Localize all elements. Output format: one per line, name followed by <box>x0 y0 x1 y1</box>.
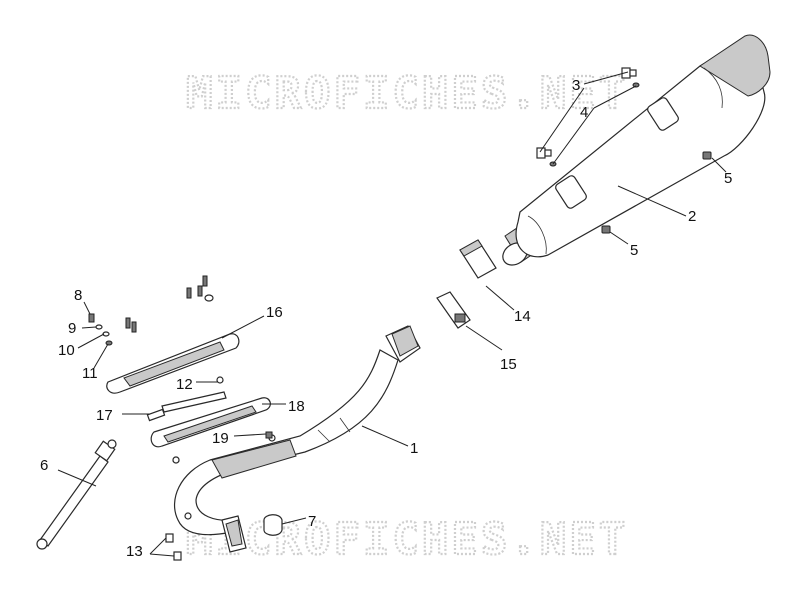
washer <box>172 456 180 464</box>
callout-6: 6 <box>40 457 48 474</box>
callout-10: 10 <box>58 342 75 359</box>
shield-screws <box>125 275 214 333</box>
muffler-silencer <box>502 34 771 266</box>
callout-13: 13 <box>126 543 143 560</box>
callout-18: 18 <box>288 398 305 415</box>
nut-upper <box>702 151 712 160</box>
exhaust-gasket <box>263 514 283 536</box>
callout-1: 1 <box>410 440 418 457</box>
lambda-sensor <box>36 439 117 550</box>
watermark-bottom: MICROFICHES.NET <box>186 514 628 565</box>
nut-lower <box>601 225 611 234</box>
stud-lower <box>173 551 182 561</box>
callout-5-upper: 5 <box>724 170 732 187</box>
gasket-sleeve <box>459 239 497 279</box>
callout-11: 11 <box>82 365 98 382</box>
shield-clip <box>146 408 166 422</box>
callout-8: 8 <box>74 287 82 304</box>
callout-4: 4 <box>580 104 588 121</box>
callout-16: 16 <box>266 304 283 321</box>
heat-shield-upper <box>106 333 240 394</box>
shield-bracket <box>161 376 227 413</box>
callout-7: 7 <box>308 513 316 530</box>
screw-set-left <box>88 313 113 346</box>
callout-17: 17 <box>96 407 113 424</box>
exhaust-clamp <box>436 291 471 329</box>
callout-3: 3 <box>572 77 580 94</box>
callout-5-lower: 5 <box>630 242 638 259</box>
callout-19: 19 <box>212 430 229 447</box>
callout-14: 14 <box>514 308 531 325</box>
shield-nut <box>265 431 273 439</box>
watermark-top: MICROFICHES.NET <box>186 68 628 119</box>
callout-12: 12 <box>176 376 193 393</box>
heat-shield-lower <box>150 397 271 448</box>
callout-15: 15 <box>500 356 517 373</box>
muffler-bolt-lower <box>536 147 557 167</box>
stud-upper <box>165 533 174 543</box>
leader-lines <box>57 71 727 557</box>
callout-9: 9 <box>68 320 76 337</box>
callout-2: 2 <box>688 208 696 225</box>
exhaust-header-pipe <box>172 325 421 553</box>
